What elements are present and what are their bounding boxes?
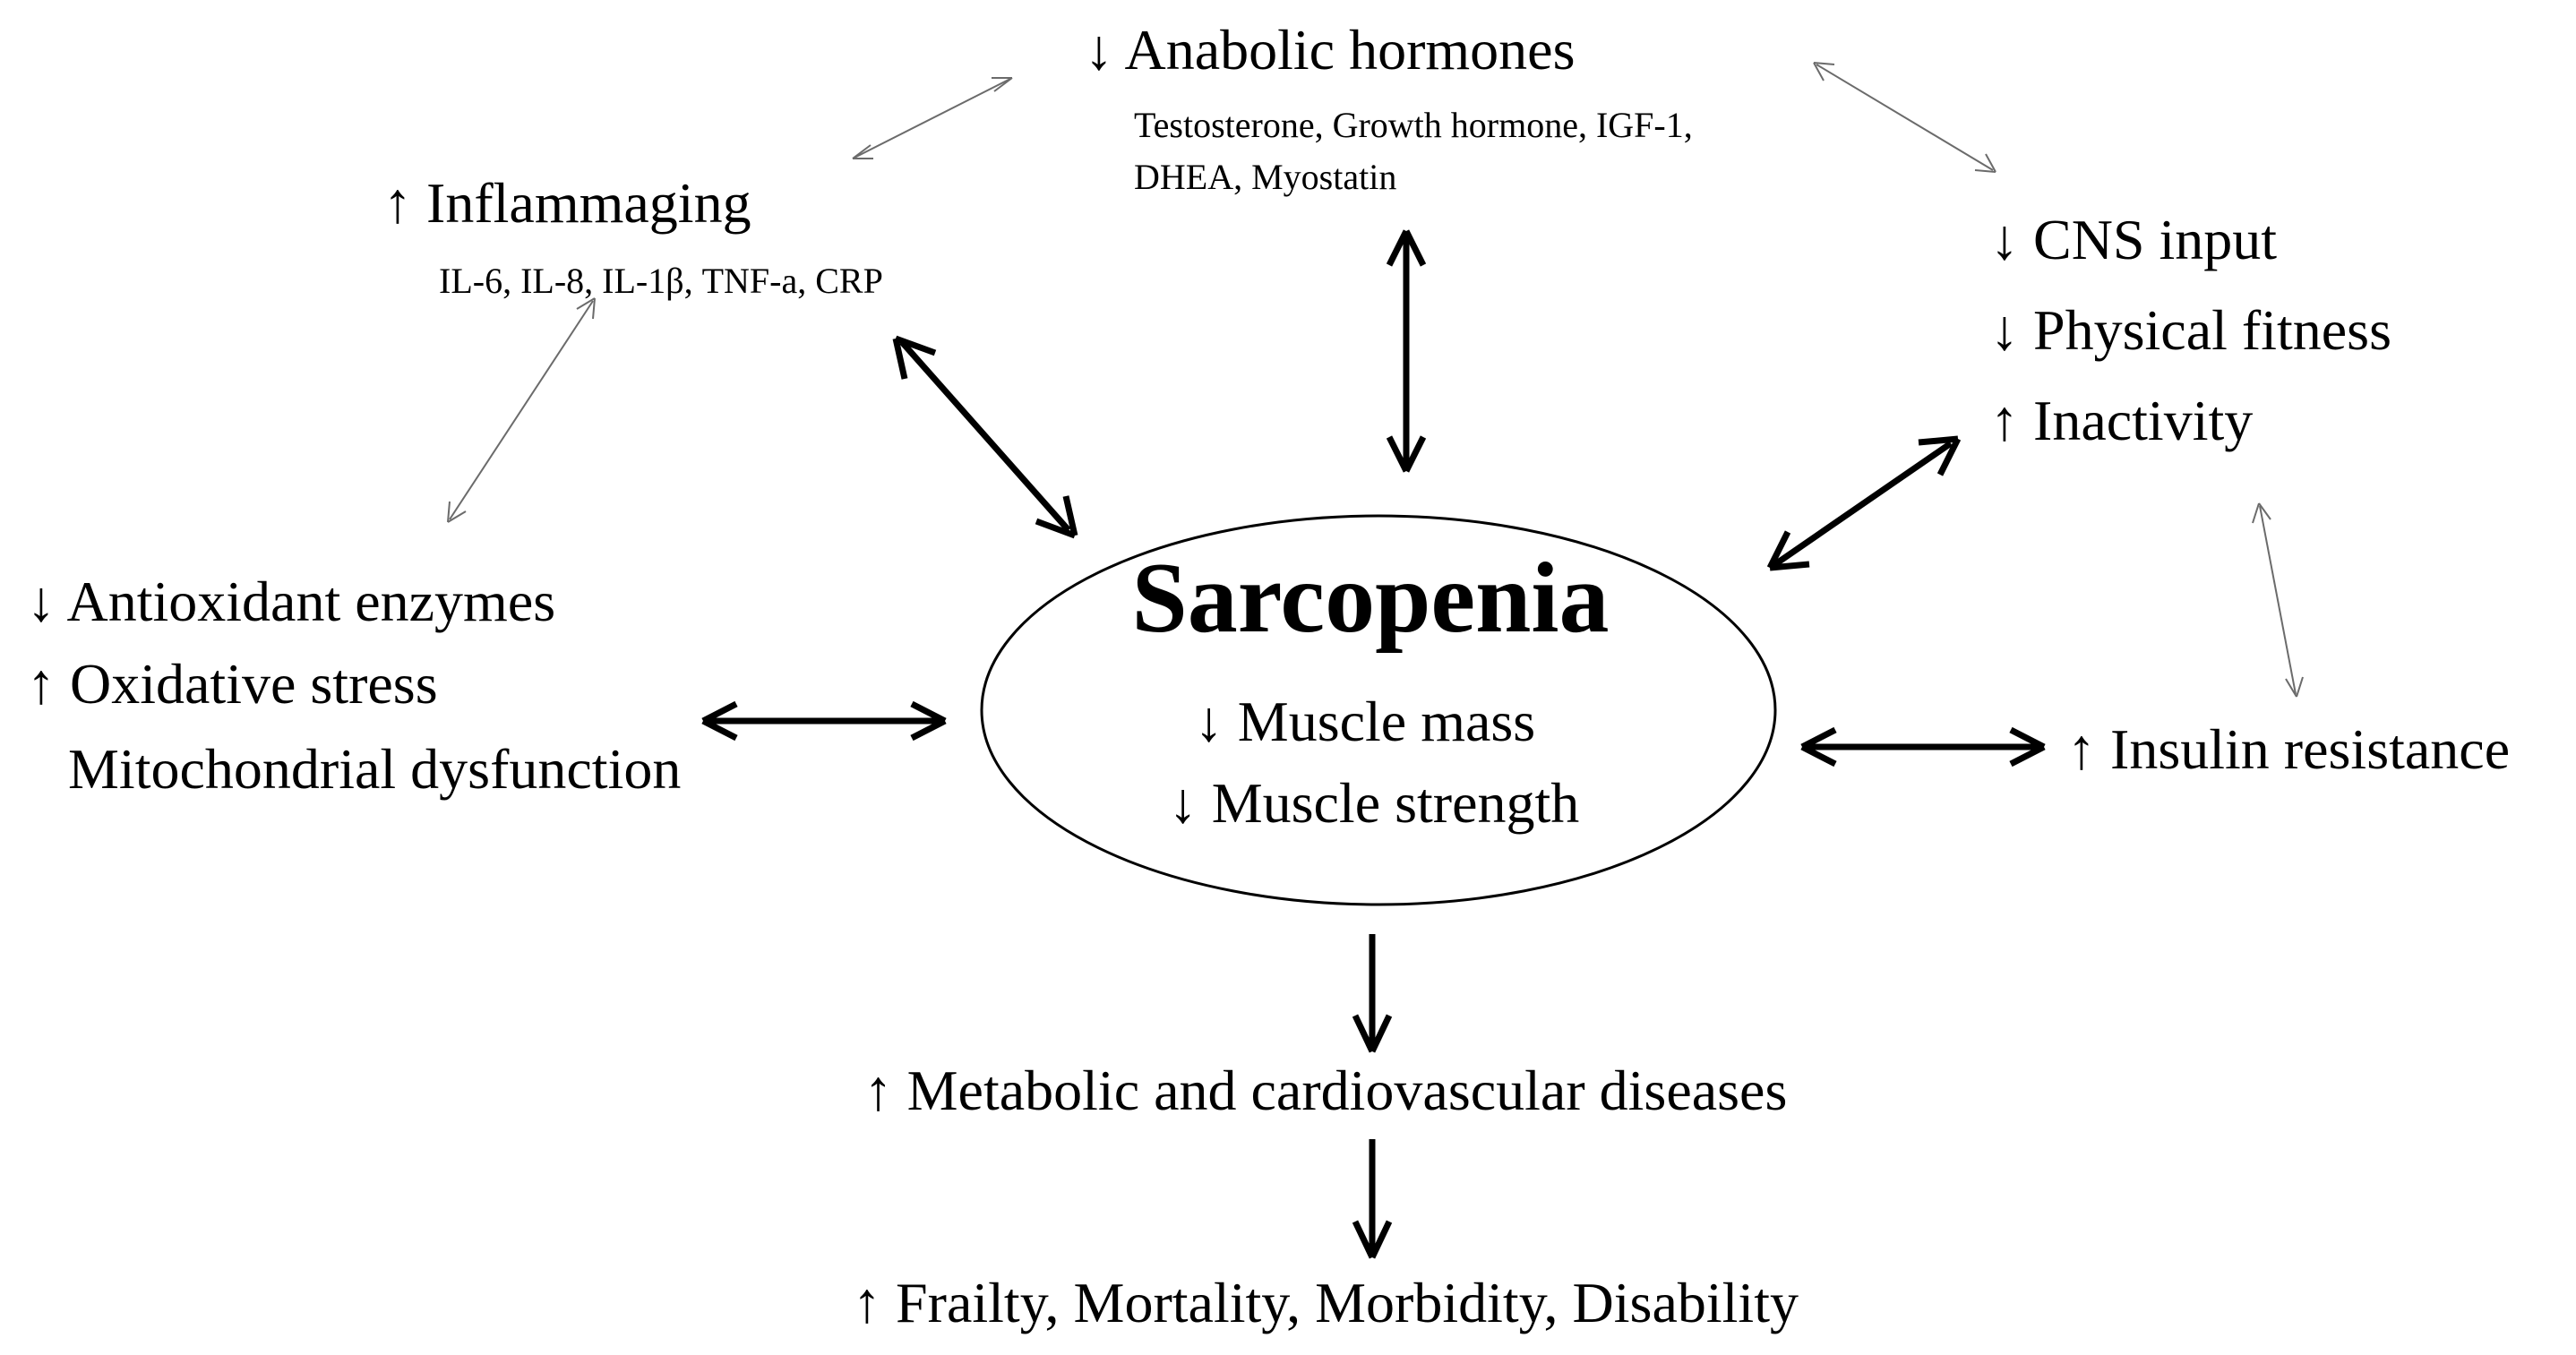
metabolic-cardiovascular-label: ↑ Metabolic and cardiovascular diseases bbox=[863, 1059, 1788, 1122]
mitochondrial-dysfunction-label: Mitochondrial dysfunction bbox=[68, 737, 682, 801]
arrow-sarcopenia-insulin bbox=[1800, 726, 2046, 768]
thin-arrow-inflammaging-anabolic bbox=[852, 77, 1013, 159]
sarcopenia-ellipse bbox=[980, 514, 1777, 906]
anabolic-hormones-detail-1: Testosterone, Growth hormone, IGF-1, bbox=[1134, 105, 1693, 145]
inflammaging-heading: ↑ Inflammaging bbox=[383, 171, 751, 235]
insulin-resistance-label: ↑ Insulin resistance bbox=[2067, 717, 2511, 781]
arrow-oxidative-sarcopenia bbox=[701, 700, 947, 742]
muscle-mass-label: ↓ Muscle mass bbox=[1194, 690, 1536, 753]
physical-fitness-label: ↓ Physical fitness bbox=[1990, 298, 2391, 362]
thin-arrow-anabolic-cns bbox=[1813, 62, 1996, 173]
inactivity-label: ↑ Inactivity bbox=[1990, 389, 2254, 452]
thin-arrow-cns-insulin bbox=[2252, 502, 2304, 698]
arrow-anabolic-sarcopenia bbox=[1386, 229, 1427, 473]
frailty-outcomes-label: ↑ Frailty, Mortality, Morbidity, Disabil… bbox=[853, 1271, 1799, 1334]
arrow-metabolic-frailty bbox=[1352, 1139, 1393, 1259]
arrow-cns-sarcopenia bbox=[1766, 435, 1962, 571]
inflammaging-detail: IL-6, IL-8, IL-1β, TNF-a, CRP bbox=[439, 261, 883, 301]
arrow-inflammaging-sarcopenia bbox=[892, 335, 1078, 539]
sarcopenia-title: Sarcopenia bbox=[1131, 543, 1610, 654]
antioxidant-enzymes-label: ↓ Antioxidant enzymes bbox=[27, 570, 556, 633]
cns-input-label: ↓ CNS input bbox=[1990, 208, 2278, 271]
arrow-sarcopenia-metabolic bbox=[1352, 934, 1393, 1053]
anabolic-hormones-heading: ↓ Anabolic hormones bbox=[1085, 18, 1576, 81]
thin-arrow-inflammaging-oxidative bbox=[447, 297, 596, 523]
muscle-strength-label: ↓ Muscle strength bbox=[1168, 771, 1580, 835]
oxidative-stress-label: ↑ Oxidative stress bbox=[27, 652, 438, 716]
anabolic-hormones-detail-2: DHEA, Myostatin bbox=[1134, 157, 1397, 197]
